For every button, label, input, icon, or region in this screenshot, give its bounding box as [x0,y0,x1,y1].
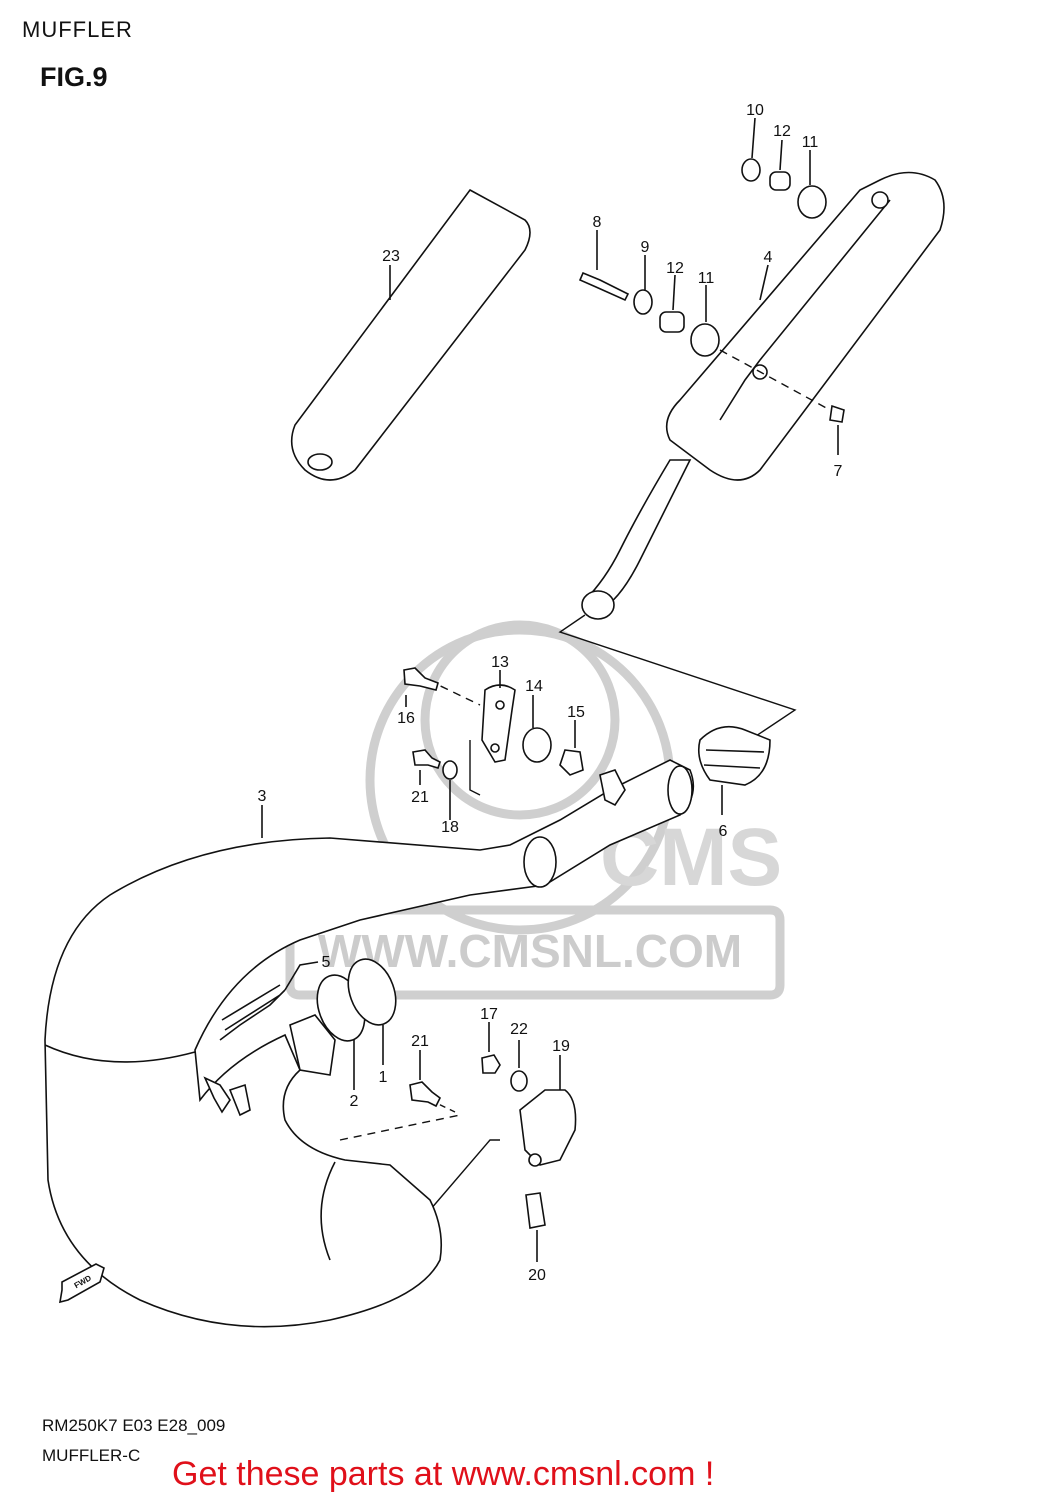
callout-18: 18 [441,819,459,836]
callout-17: 17 [480,1006,498,1023]
figure-number: FIG.9 [40,62,108,92]
callout-8: 8 [593,214,602,231]
callout-1: 1 [379,1069,388,1086]
part-heat-guard [290,188,531,481]
section-title: MUFFLER [22,17,133,42]
callout-23: 23 [382,248,400,265]
callout-21b: 21 [411,1033,429,1050]
diagram-code: RM250K7 E03 E28_009 [42,1416,226,1435]
callout-21a: 21 [411,789,429,806]
callout-11b: 11 [698,270,715,287]
callout-12b: 12 [666,260,684,277]
callout-labels: 10 12 11 8 9 12 11 4 23 7 13 14 15 16 21… [258,102,843,1284]
callout-3: 3 [258,788,267,805]
callout-11a: 11 [802,134,819,151]
part-expansion-chamber [44,759,695,1328]
callout-7: 7 [834,463,843,480]
callout-2: 2 [350,1093,359,1110]
part-stay-bracket [409,1022,577,1262]
callout-10: 10 [746,102,764,119]
callout-12a: 12 [773,123,791,140]
watermark-url: WWW.CMSNL.COM [318,925,742,977]
callout-16: 16 [397,710,415,727]
callout-5: 5 [322,954,331,971]
callout-9: 9 [641,239,650,256]
part-joint-rubber [697,725,771,815]
promo-link[interactable]: Get these parts at www.cmsnl.com ! [172,1455,715,1493]
callout-20: 20 [528,1267,546,1284]
callout-19: 19 [552,1038,570,1055]
callout-22: 22 [510,1021,528,1038]
part-silencer [581,171,945,620]
part-spring-and-gaskets [203,958,397,1117]
callout-13: 13 [491,654,509,671]
callout-6: 6 [719,823,728,840]
callout-4: 4 [764,249,773,266]
part-clamp-set [403,667,584,820]
leader-lines [339,349,831,1211]
part-mount-hardware [578,117,845,455]
callout-15: 15 [567,704,585,721]
callout-14: 14 [525,678,543,695]
fwd-arrow-icon: FWD [59,1263,105,1304]
diagram-group: MUFFLER-C [42,1446,141,1465]
